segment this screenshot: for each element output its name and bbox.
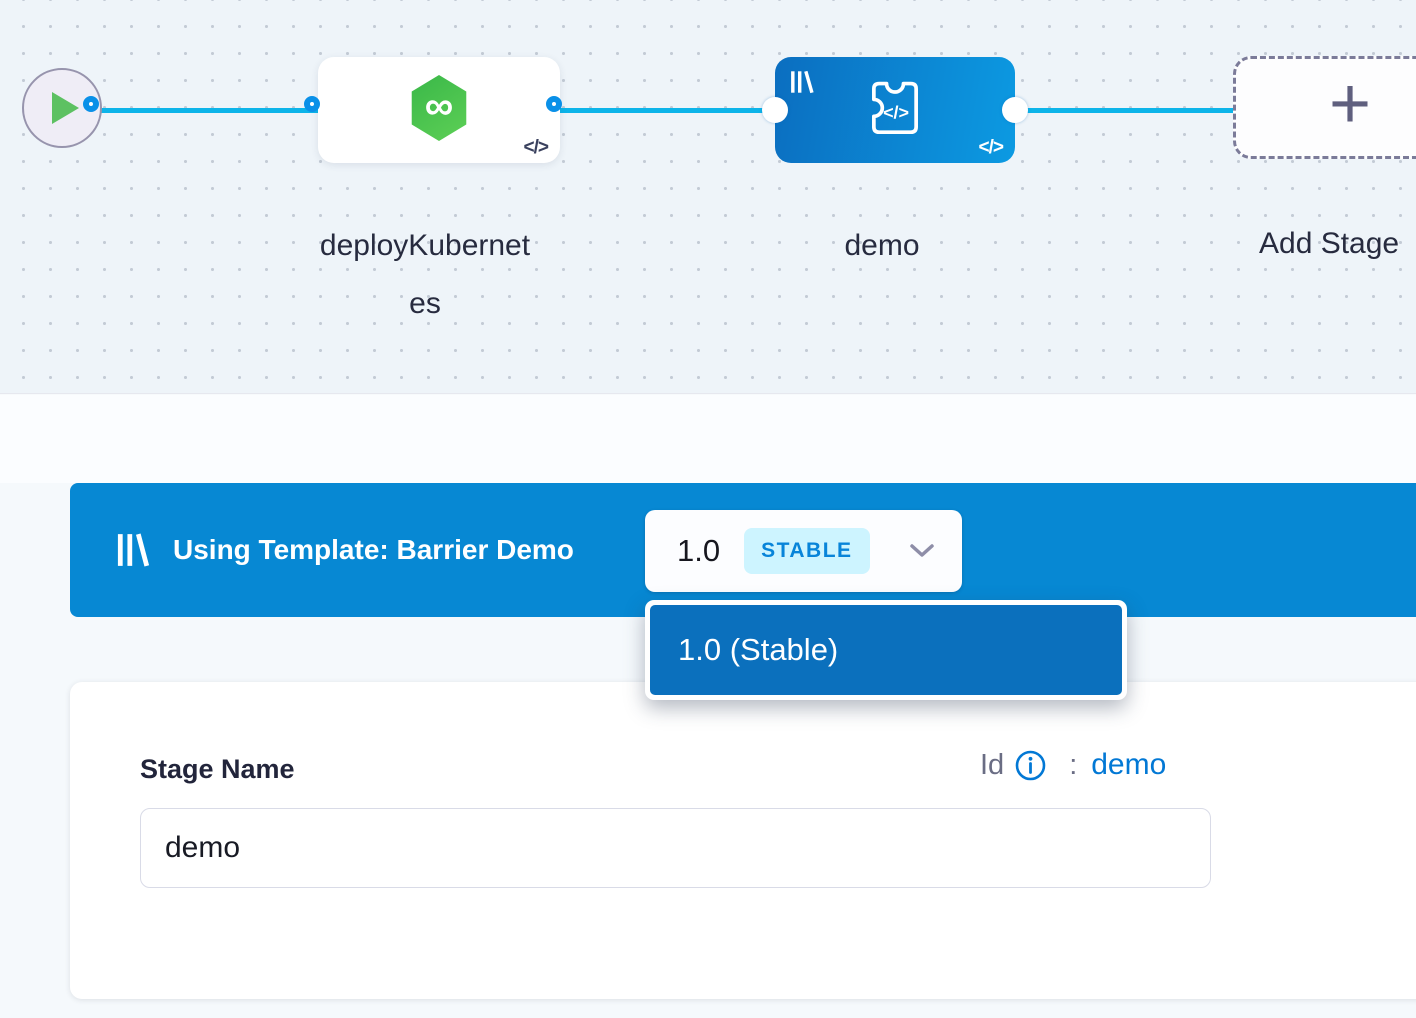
stage-node-deploykubernetes[interactable]: ∞ </> bbox=[318, 57, 560, 163]
template-library-icon bbox=[791, 70, 814, 94]
stage-name-label: Stage Name bbox=[140, 754, 295, 784]
stage-node-demo[interactable]: </> </> bbox=[775, 57, 1015, 163]
edge-connector[interactable] bbox=[762, 97, 788, 123]
panel-gap bbox=[0, 395, 1416, 483]
infinity-glyph: ∞ bbox=[424, 84, 454, 128]
edge-connector[interactable] bbox=[1002, 97, 1028, 123]
id-label: Id bbox=[980, 748, 1005, 781]
edge-connector[interactable] bbox=[304, 96, 320, 112]
using-template-text: Using Template: Barrier Demo bbox=[173, 534, 574, 565]
info-icon[interactable] bbox=[1014, 749, 1047, 782]
chevron-down-icon bbox=[910, 544, 934, 557]
stage-name-input[interactable] bbox=[140, 808, 1211, 888]
add-stage-button[interactable]: + bbox=[1233, 56, 1416, 159]
stage-id-value: demo bbox=[1091, 748, 1167, 781]
play-icon bbox=[52, 92, 79, 124]
plus-icon: + bbox=[1328, 63, 1372, 144]
add-stage-label: Add Stage bbox=[1259, 227, 1400, 260]
edge-connector[interactable] bbox=[83, 96, 99, 112]
harness-cd-icon: ∞ bbox=[411, 75, 467, 141]
pipeline-edge bbox=[1014, 108, 1236, 113]
version-number: 1.0 bbox=[677, 533, 721, 568]
pipeline-edge bbox=[559, 108, 779, 113]
code-icon: </> bbox=[978, 137, 1005, 158]
template-library-icon bbox=[117, 533, 150, 567]
template-version-selector[interactable]: 1.0 STABLE bbox=[645, 510, 962, 592]
id-separator: : bbox=[1069, 748, 1078, 781]
code-icon: </> bbox=[523, 137, 550, 158]
stage-label-demo: demo bbox=[844, 229, 920, 262]
stable-badge: STABLE bbox=[744, 528, 870, 574]
version-option-stable[interactable]: 1.0 (Stable) bbox=[650, 605, 1122, 695]
template-icon: </> bbox=[872, 81, 918, 135]
edge-connector[interactable] bbox=[546, 96, 562, 112]
stage-id-row: Id : demo bbox=[980, 748, 1166, 782]
pipeline-edge bbox=[99, 108, 320, 113]
stage-overview-card: Stage Name Id : demo bbox=[70, 682, 1416, 999]
pipeline-canvas[interactable]: ∞ </> </> </> + deployKubernetes demo Ad… bbox=[0, 0, 1416, 394]
template-banner: Using Template: Barrier Demo 1.0 STABLE … bbox=[70, 483, 1416, 700]
version-dropdown-menu: 1.0 (Stable) bbox=[645, 600, 1127, 700]
stage-config-panel: Using Template: Barrier Demo 1.0 STABLE … bbox=[0, 395, 1416, 1018]
code-glyph: </> bbox=[883, 102, 909, 122]
stage-label-deploykubernetes: deployKubernetes bbox=[319, 229, 531, 320]
